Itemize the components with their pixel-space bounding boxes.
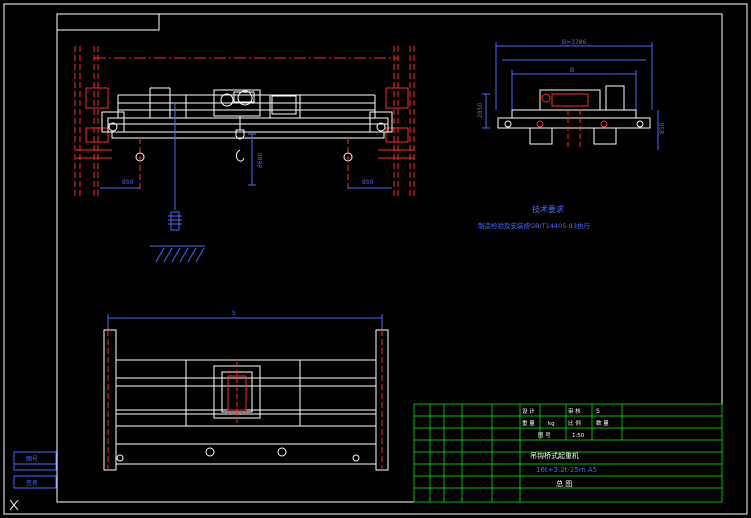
inner-frame bbox=[56, 13, 723, 503]
tb-r2c1: 重 量 bbox=[522, 419, 535, 427]
left-rail-columns bbox=[74, 46, 99, 196]
main-girder bbox=[101, 87, 393, 139]
plan-span-label: S bbox=[232, 310, 236, 317]
side-dim-right: 850 bbox=[659, 122, 666, 134]
trolley bbox=[213, 89, 261, 117]
plan-view: S bbox=[103, 310, 389, 474]
tb-r2c3: 比 例 bbox=[568, 419, 581, 427]
side-view: B=3786 B 2850 850 bbox=[477, 39, 666, 150]
stamp-label: 图号 bbox=[26, 456, 38, 463]
tb-product-name: 吊钩桥式起重机 bbox=[530, 451, 579, 460]
tb-r1c3: S bbox=[596, 408, 600, 415]
tb-r2c2: kg bbox=[548, 421, 555, 427]
front-dim-left: 950 bbox=[122, 179, 134, 186]
tb-r1c2: 审 核 bbox=[568, 407, 581, 415]
tb-model: 16t+3.2t-25m A5 bbox=[536, 466, 597, 474]
main-hook bbox=[235, 116, 245, 162]
side-dim-mid: B bbox=[570, 67, 574, 74]
tb-r3c2: 1:50 bbox=[572, 433, 585, 439]
title-block: 设 计 审 核 S 重 量 kg 比 例 数 量 图 号 1:50 吊钩桥式起重… bbox=[413, 403, 723, 503]
side-dim-overall: B=3786 bbox=[562, 39, 587, 46]
tb-r3c1: 图 号 bbox=[538, 431, 551, 439]
front-view: 950 950 8680 bbox=[74, 46, 415, 263]
right-rail-bracket bbox=[378, 87, 414, 159]
drawing-number-box bbox=[56, 13, 160, 31]
tb-part-name: 总 图 bbox=[556, 479, 572, 488]
tb-r2c4: 数 量 bbox=[596, 419, 609, 427]
stamp-sub: 签名 bbox=[26, 479, 38, 487]
notes-body: 制造检验及安装按GB/T14405-93执行 bbox=[478, 221, 590, 230]
tb-r1c1: 设 计 bbox=[522, 407, 535, 415]
side-dim-height: 2850 bbox=[477, 103, 484, 118]
ucs-icon bbox=[9, 499, 19, 511]
front-dim-height: 8680 bbox=[257, 153, 264, 168]
outer-frame bbox=[3, 3, 748, 515]
left-rail-bracket bbox=[76, 87, 112, 159]
front-dim-right: 950 bbox=[362, 179, 374, 186]
notes-heading: 技术要求 bbox=[532, 204, 564, 214]
ground-hatch bbox=[150, 245, 205, 263]
left-stamp: 图号 签名 bbox=[13, 451, 57, 489]
right-rail-columns bbox=[393, 46, 415, 196]
front-dimensions bbox=[100, 133, 392, 189]
